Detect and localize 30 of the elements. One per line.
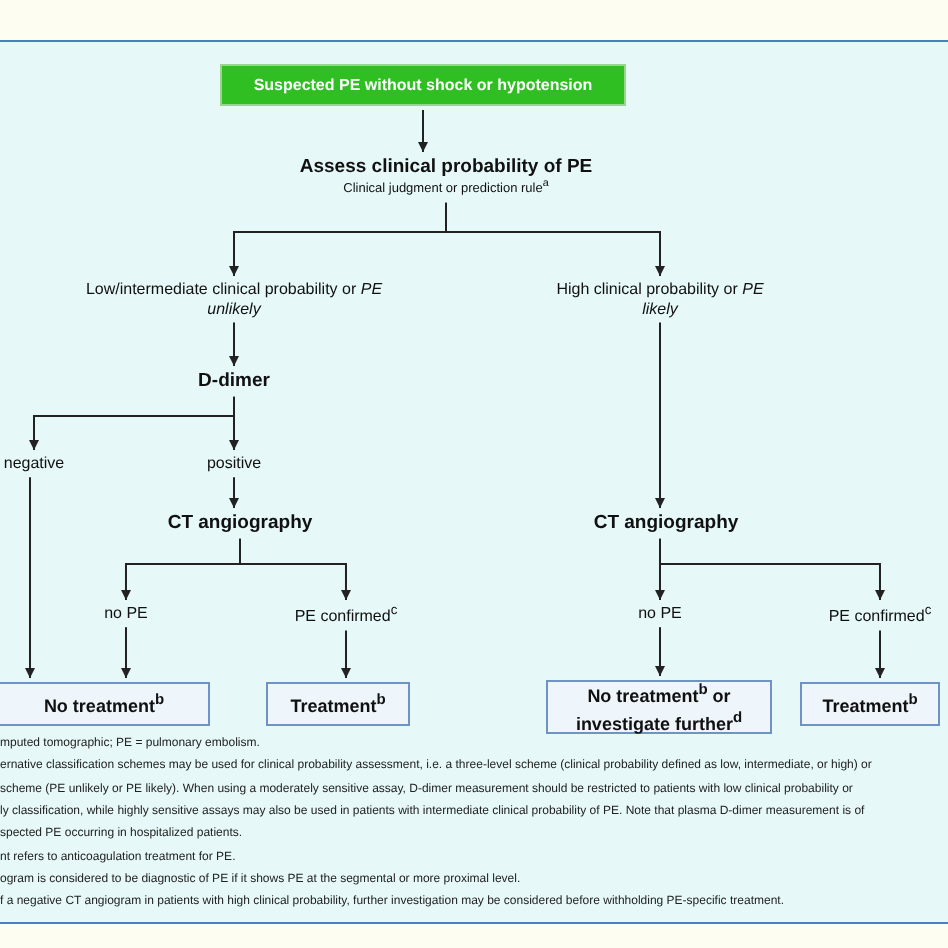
probability-branch-text: High clinical probability or PE likely <box>554 280 766 319</box>
result-label-text: no PE <box>638 604 682 624</box>
result-label-text: negative <box>3 454 65 474</box>
result-label-text: PE confirmed$^{c}$ <box>294 604 398 627</box>
probability-branch-text: Low/intermediate clinical probability or PE unlikely <box>83 280 385 319</box>
arrow <box>239 537 351 601</box>
arrow <box>445 201 665 277</box>
arrow <box>25 476 35 679</box>
outcome-box: No treatment$^{b}$ or investigate further$^{d}$ <box>546 680 772 734</box>
step-label: D-dimer <box>198 370 270 393</box>
arrow <box>655 626 665 677</box>
arrow <box>229 476 239 509</box>
step-label: CT angiography <box>593 512 739 535</box>
arrow <box>229 321 239 367</box>
arrow <box>418 109 428 153</box>
outcome-box: No treatment$^{b}$ <box>0 682 210 726</box>
step-label: CT angiography <box>167 512 313 535</box>
start-box: Suspected PE without shock or hypotension <box>220 64 626 106</box>
result-label-text: positive <box>206 454 262 474</box>
arrow <box>121 626 131 679</box>
arrow <box>341 629 351 679</box>
result-label-text: no PE <box>104 604 148 624</box>
arrow <box>655 321 665 509</box>
arrow <box>229 395 239 451</box>
arrow <box>875 629 885 679</box>
arrow <box>659 537 885 601</box>
outcome-box: Treatment$^{b}$ <box>800 682 940 726</box>
outcome-box: Treatment$^{b}$ <box>266 682 410 726</box>
result-label-text: PE confirmed$^{c}$ <box>828 604 932 627</box>
assessment-text: Assess clinical probability of PE <box>299 156 593 179</box>
